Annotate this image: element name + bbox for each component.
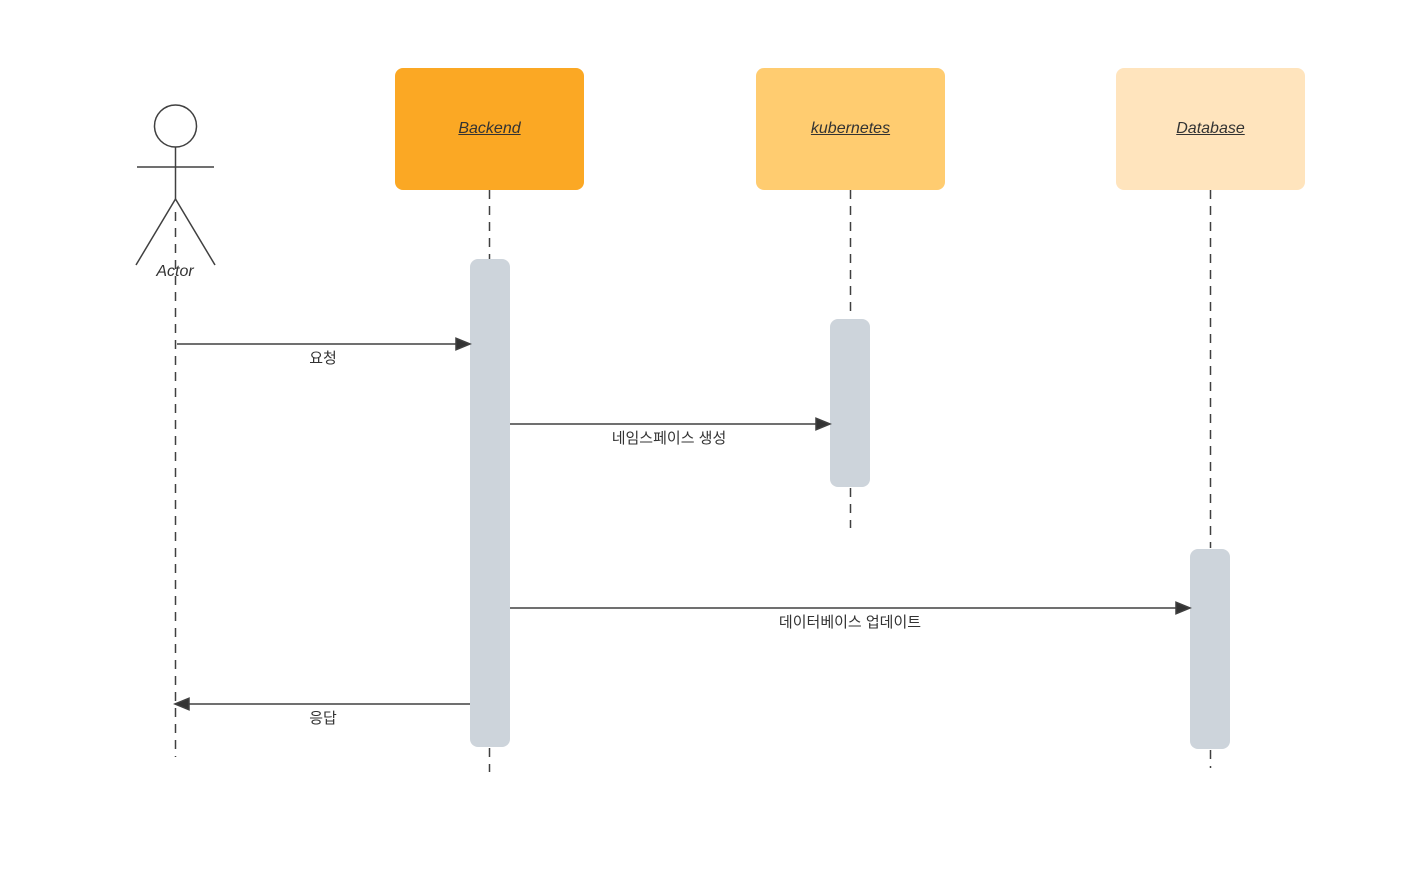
message-label-request: 요청: [309, 350, 337, 367]
kubernetes-activation-bar: [830, 319, 870, 487]
actor-right-leg: [174, 198, 216, 266]
lifelines: [174, 190, 1212, 772]
participant-database: Database: [1116, 68, 1305, 190]
participant-kubernetes: kubernetes: [756, 68, 945, 190]
database-activation-bar: [1190, 549, 1230, 749]
backend-activation-bar: [470, 259, 510, 747]
actor-left-leg: [135, 198, 177, 266]
message-label-update-database: 데이터베이스 업데이트: [778, 614, 922, 631]
participant-backend: Backend: [395, 68, 584, 190]
actor-figure: [135, 104, 216, 266]
message-arrow-update-database: [510, 601, 1192, 615]
message-arrow-create-namespace: [510, 417, 832, 431]
message-label-create-namespace: 네임스페이스 생성: [611, 430, 727, 447]
message-label-response: 응답: [309, 710, 337, 727]
arrowhead-right-icon: [455, 337, 472, 351]
activation-bars: [470, 259, 1230, 749]
actor-head: [153, 104, 198, 148]
participant-backend-label: Backend: [458, 120, 521, 137]
participant-kubernetes-label: kubernetes: [810, 120, 891, 137]
participant-database-label: Database: [1176, 120, 1245, 137]
message-arrow-response: [173, 697, 470, 711]
arrowhead-right-icon: [1175, 601, 1192, 615]
actor-label: Actor: [156, 263, 194, 280]
message-arrow-request: [177, 337, 472, 351]
arrowhead-right-icon: [815, 417, 832, 431]
message-arrows: [173, 337, 1192, 711]
arrowhead-left-icon: [173, 697, 190, 711]
